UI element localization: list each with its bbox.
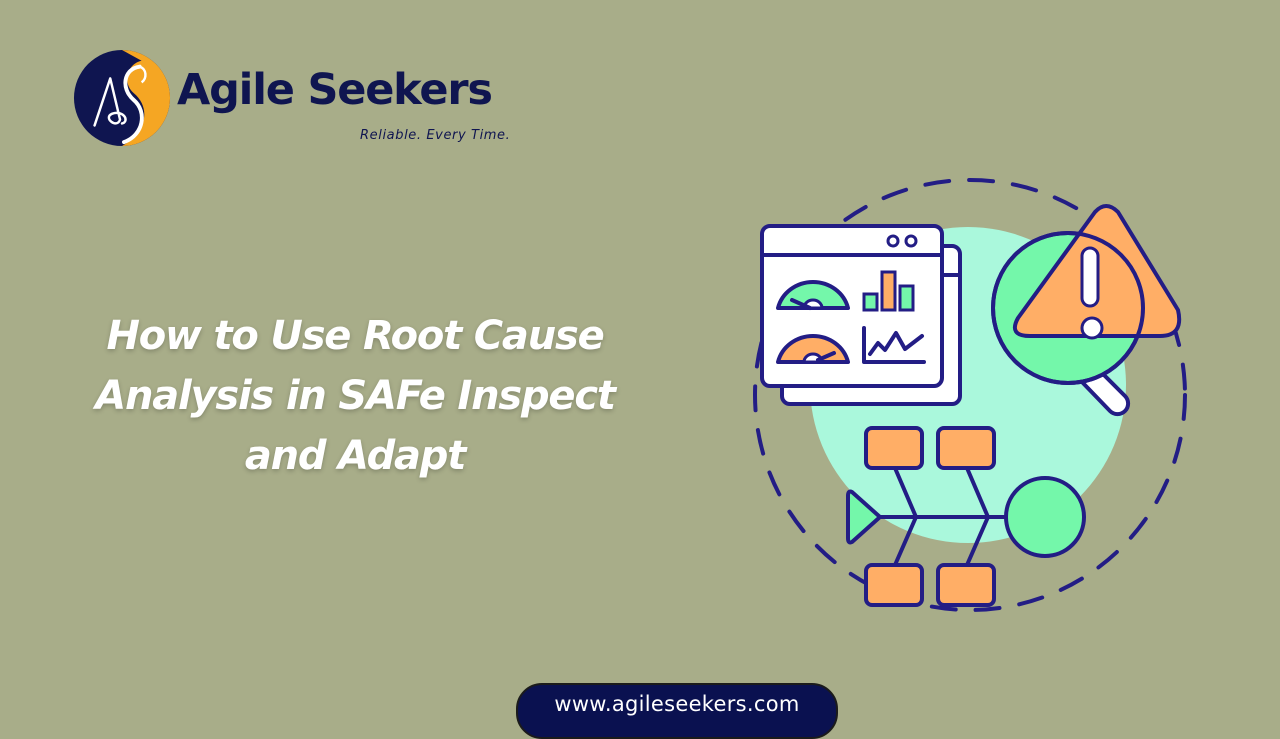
gauge-icon [776, 279, 850, 310]
logo-monogram-icon [73, 49, 171, 147]
root-cause-illustration [753, 178, 1187, 612]
cause-box [864, 563, 924, 607]
website-url[interactable]: www.agileseekers.com [554, 692, 800, 716]
dashed-ring-icon [753, 178, 1187, 612]
title-line-1: How to Use Root Cause [106, 313, 604, 359]
brand-name: Agile Seekers [177, 65, 493, 115]
title-line-2: Analysis in SAFe Inspect [95, 373, 616, 419]
dashboard-window-icon [760, 224, 962, 406]
cause-box [936, 426, 996, 470]
website-url-pill[interactable]: www.agileseekers.com [516, 683, 838, 739]
brand-logo[interactable]: Agile Seekers Reliable. Every Time. [73, 49, 533, 149]
title-line-3: and Adapt [244, 433, 467, 479]
cause-box [864, 426, 924, 470]
fishbone-diagram-icon [846, 426, 1086, 607]
bar-chart-icon [862, 270, 915, 312]
warning-triangle-icon [1013, 204, 1182, 340]
magnifier-lens-outline [991, 231, 1145, 385]
line-chart-icon [862, 326, 926, 364]
gauge-icon [776, 333, 850, 364]
page-title: How to Use Root Cause Analysis in SAFe I… [40, 306, 670, 486]
cause-box [936, 563, 996, 607]
brand-tagline: Reliable. Every Time. [360, 128, 511, 143]
